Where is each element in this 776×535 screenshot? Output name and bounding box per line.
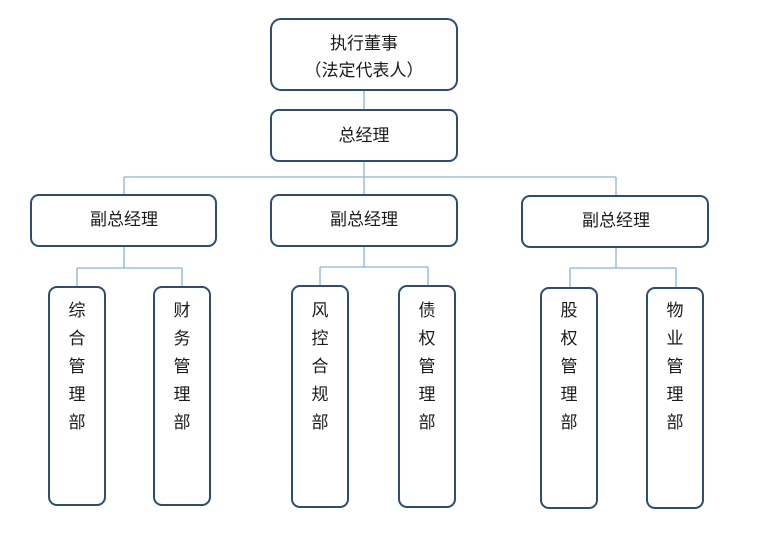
department-label-char: 理 [561,385,578,405]
department-label-char: 规 [312,385,329,405]
department-label-char: 部 [69,413,86,433]
deputy-manager-label-3: 副总经理 [582,211,650,231]
department-label-char: 管 [69,357,86,377]
department-label-char: 部 [667,413,684,433]
department-label-char: 业 [667,329,684,349]
department-label-1: 综合管理部 [69,301,86,433]
connectors [76,90,677,288]
department-label-6: 物业管理部 [667,301,684,433]
department-label-char: 部 [312,413,329,433]
executive-director-title: 执行董事 [330,34,398,54]
deputy-manager-box-2: 副总经理 [270,194,458,247]
department-label-3: 风控合规部 [312,301,329,433]
department-box-1: 综合管理部 [48,286,106,506]
deputy-manager-box-1: 副总经理 [30,194,217,247]
department-label-char: 控 [312,329,329,349]
deputy-manager-box-3: 副总经理 [521,195,709,248]
department-label-char: 管 [174,357,191,377]
department-label-char: 合 [312,357,329,377]
executive-director-subtitle: （法定代表人） [305,61,424,81]
executive-director-box: 执行董事 （法定代表人） [270,18,458,91]
department-label-char: 管 [561,357,578,377]
department-label-char: 物 [667,301,684,321]
department-label-char: 管 [419,357,436,377]
department-label-2: 财务管理部 [174,301,191,433]
department-box-5: 股权管理部 [540,287,598,509]
department-label-char: 股 [561,301,578,321]
deputy-manager-label-1: 副总经理 [90,210,158,230]
department-label-char: 风 [312,301,329,321]
department-label-char: 债 [419,301,436,321]
general-manager-box: 总经理 [270,109,458,162]
department-label-char: 综 [69,301,86,321]
department-label-char: 财 [174,301,191,321]
department-label-char: 部 [419,413,436,433]
department-label-4: 债权管理部 [419,301,436,433]
department-box-3: 风控合规部 [291,285,349,508]
department-label-5: 股权管理部 [561,301,578,433]
department-label-char: 理 [69,385,86,405]
department-label-char: 权 [561,329,578,349]
department-label-char: 理 [419,385,436,405]
department-label-char: 务 [174,329,191,349]
department-label-char: 理 [667,385,684,405]
general-manager-label: 总经理 [339,126,390,146]
department-label-char: 部 [174,413,191,433]
department-box-2: 财务管理部 [153,286,211,506]
department-box-6: 物业管理部 [646,287,704,509]
deputy-manager-label-2: 副总经理 [330,210,398,230]
department-label-char: 部 [561,413,578,433]
department-label-char: 权 [419,329,436,349]
department-label-char: 理 [174,385,191,405]
department-label-char: 合 [69,329,86,349]
department-box-4: 债权管理部 [398,285,456,508]
department-label-char: 管 [667,357,684,377]
